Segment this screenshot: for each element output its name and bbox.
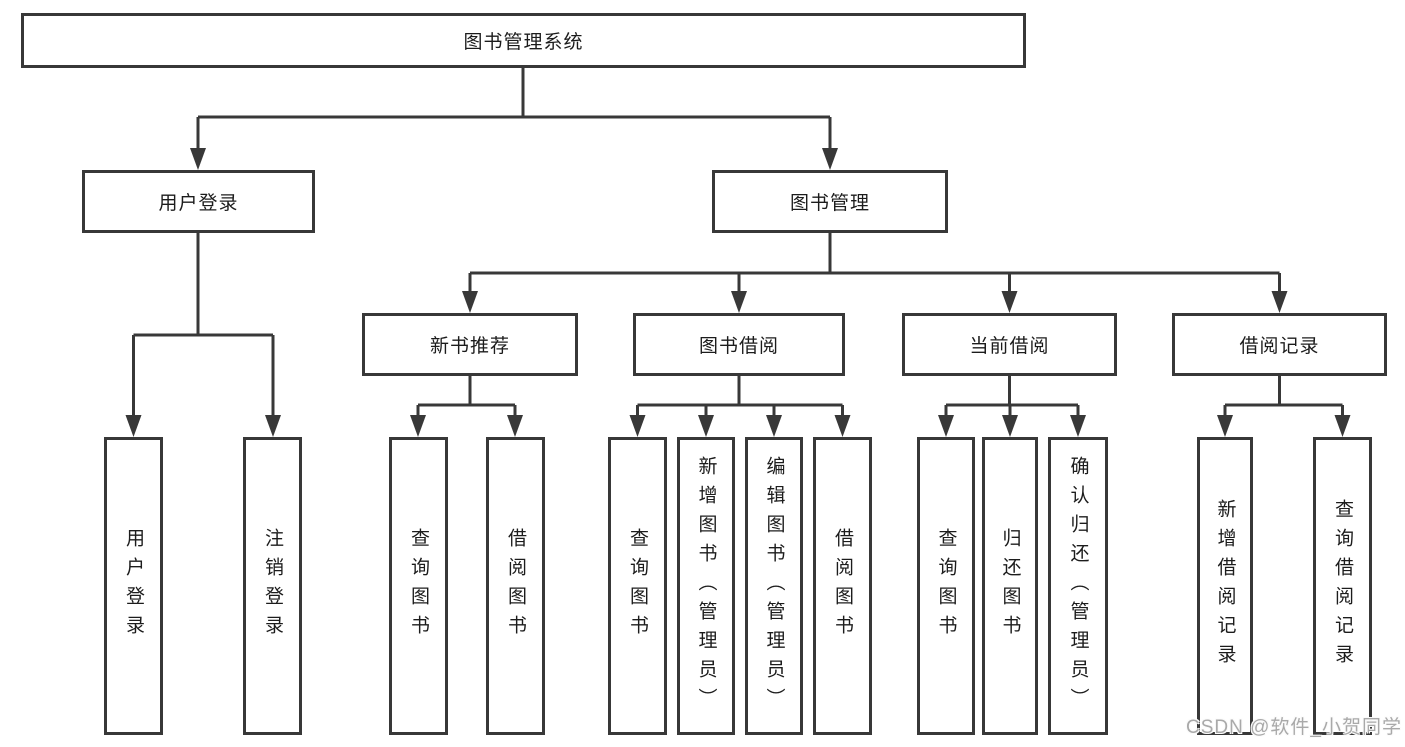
node-book-management: 图书管理 [712,170,948,233]
leaf-record-query: 查询借阅记录 [1313,437,1372,735]
leaf-newbook-query-label: 查询图书 [408,528,429,644]
leaf-return-book-label: 归还图书 [999,528,1021,644]
csdn-watermark: CSDN @软件_小贺同学 [1186,717,1402,738]
leaf-current-query: 查询图书 [917,437,975,735]
leaf-record-add-label: 新增借阅记录 [1214,499,1236,673]
leaf-borrow-query: 查询图书 [608,437,667,735]
leaf-borrow-query-label: 查询图书 [627,528,648,644]
node-user-login-label: 用户登录 [158,193,239,214]
leaf-newbook-query: 查询图书 [389,437,448,735]
node-current-borrow-label: 当前借阅 [969,336,1050,357]
leaf-borrow-book-label: 借阅图书 [832,528,853,644]
arrowheads [125,148,1351,437]
leaf-confirm-return-admin: 确认归还（管理员） [1048,437,1108,735]
node-root: 图书管理系统 [21,13,1026,68]
leaf-record-query-label: 查询借阅记录 [1332,499,1353,673]
node-current-borrow: 当前借阅 [902,313,1117,376]
leaf-logout-label: 注销登录 [262,528,283,644]
node-root-label: 图书管理系统 [463,32,584,53]
node-borrow-records-label: 借阅记录 [1239,336,1320,357]
leaf-confirm-return-admin-label: 确认归还（管理员） [1067,455,1089,717]
node-book-borrow-label: 图书借阅 [698,336,779,357]
leaf-return-book: 归还图书 [982,437,1038,735]
node-book-borrow: 图书借阅 [633,313,845,376]
leaf-borrow-edit-admin: 编辑图书（管理员） [745,437,803,735]
node-book-management-label: 图书管理 [789,193,870,214]
leaf-user-login: 用户登录 [104,437,163,735]
leaf-newbook-borrow-label: 借阅图书 [505,528,526,644]
leaf-logout: 注销登录 [243,437,302,735]
node-user-login: 用户登录 [82,170,315,233]
leaf-borrow-add-admin-label: 新增图书（管理员） [695,455,717,717]
leaf-borrow-add-admin: 新增图书（管理员） [677,437,735,735]
node-new-book-recommend-label: 新书推荐 [429,336,510,357]
leaf-record-add: 新增借阅记录 [1197,437,1253,735]
leaf-borrow-book: 借阅图书 [813,437,872,735]
leaf-newbook-borrow: 借阅图书 [486,437,545,735]
leaf-user-login-label: 用户登录 [123,528,144,644]
node-new-book-recommend: 新书推荐 [362,313,578,376]
leaf-current-query-label: 查询图书 [935,528,957,644]
leaf-borrow-edit-admin-label: 编辑图书（管理员） [763,455,785,717]
node-borrow-records: 借阅记录 [1172,313,1387,376]
